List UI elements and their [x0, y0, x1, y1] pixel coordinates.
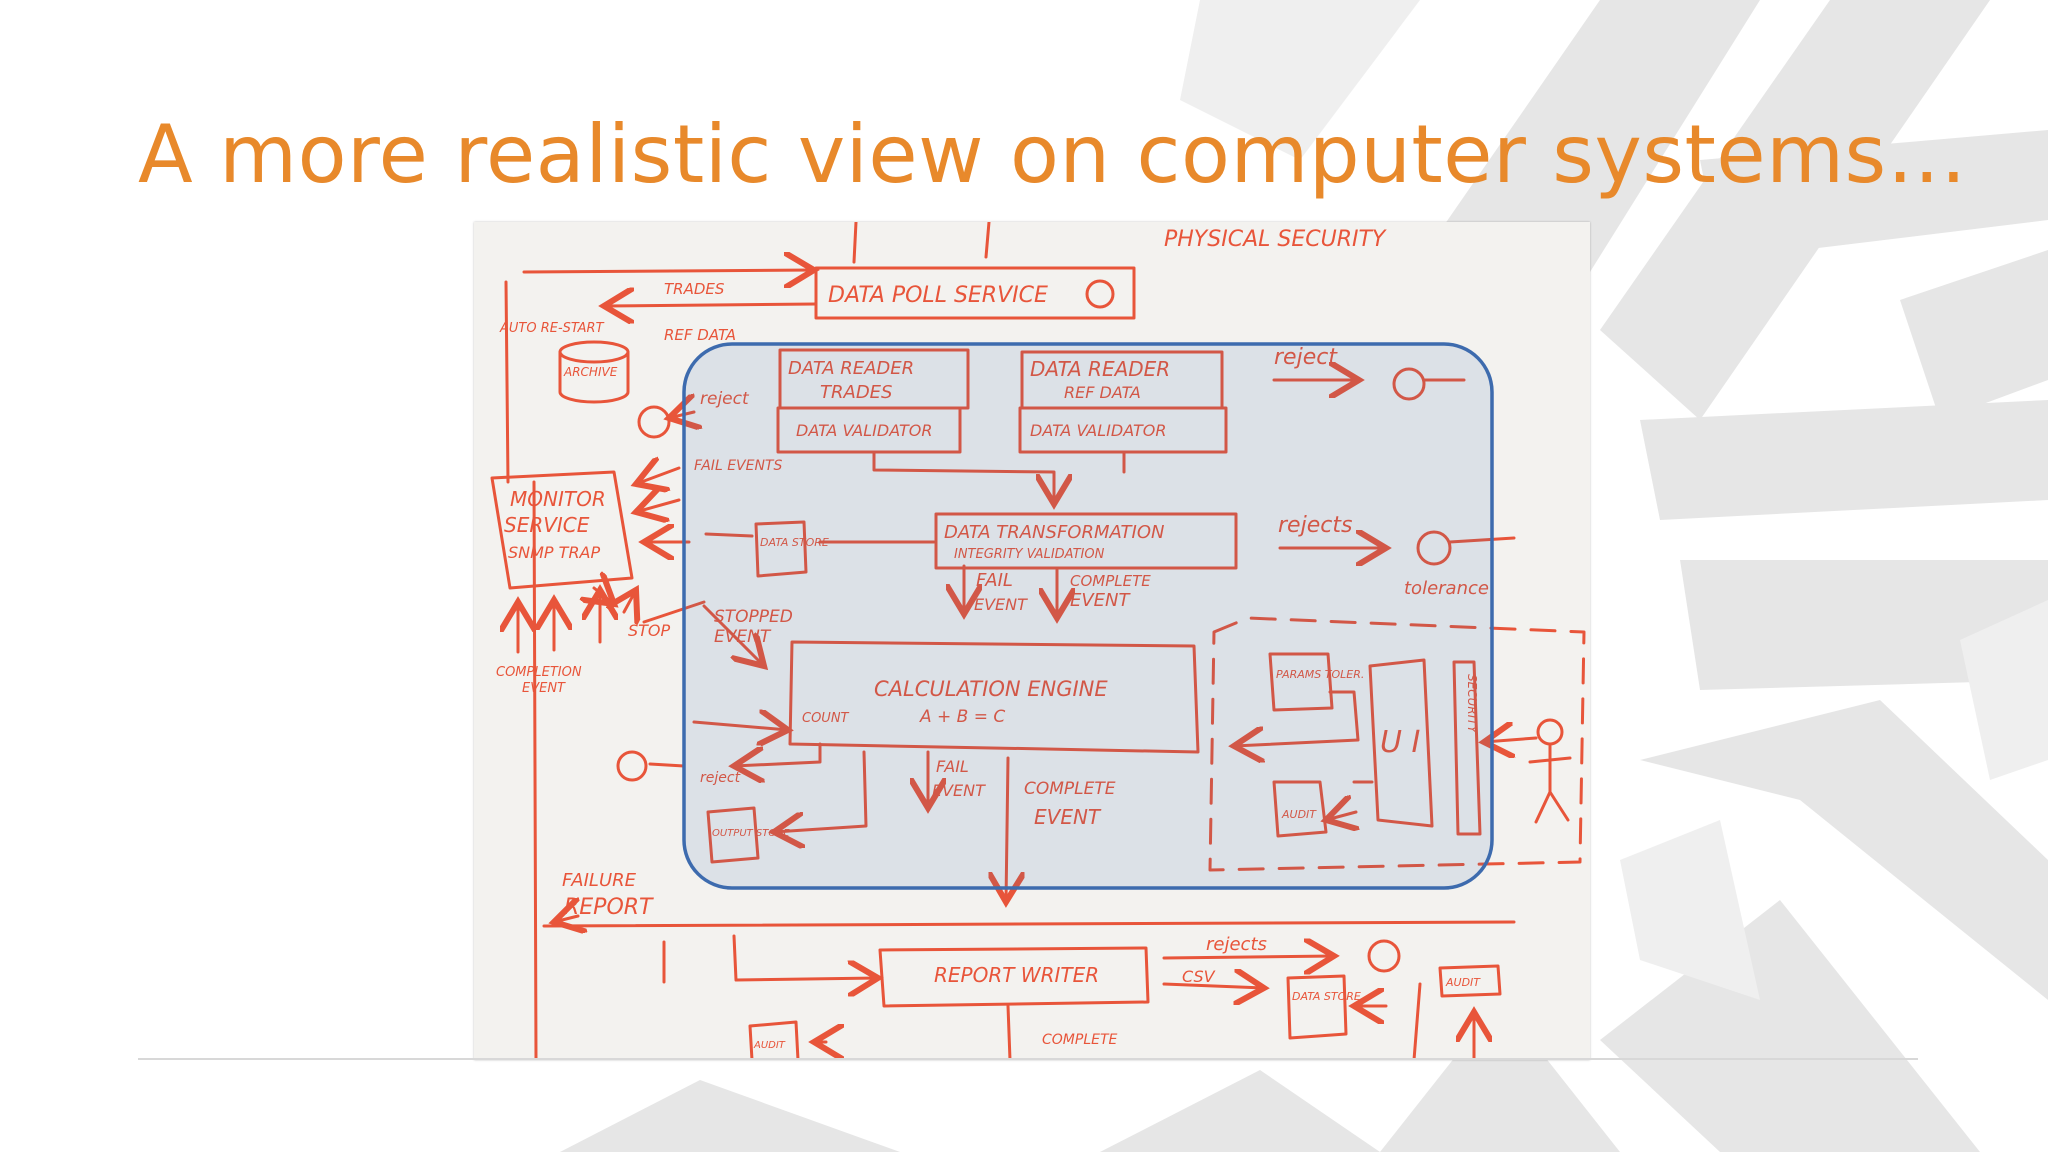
data-validator-ref-label: DATA VALIDATOR — [1030, 421, 1166, 440]
report-writer-box — [878, 946, 1150, 1008]
stop-label: STOP — [628, 621, 671, 640]
reject-label-1: reject — [700, 389, 750, 409]
transformation-line2: INTEGRITY VALIDATION — [954, 547, 1105, 562]
data-poll-timer-icon — [1085, 279, 1115, 309]
audit-store-2 — [1438, 964, 1502, 998]
complete-event-1-line1: COMPLETE — [1070, 572, 1151, 590]
ui-box — [1368, 658, 1434, 828]
data-reader-ref-line2: REF DATA — [1064, 383, 1141, 402]
stopped-event-line1: STOPPED — [714, 607, 793, 627]
completion-event-line2: EVENT — [522, 681, 566, 696]
focus-highlight — [682, 342, 1494, 890]
data-poll-service-box — [814, 266, 1136, 320]
complete-event-2-line1: COMPLETE — [1024, 779, 1116, 799]
audit-label-2: AUDIT — [1445, 976, 1481, 989]
reject-label-3: reject — [700, 770, 741, 786]
audit-store-3 — [748, 1020, 800, 1060]
fail-event-2-line2: EVENT — [974, 595, 1028, 614]
data-transformation-box — [934, 512, 1238, 570]
rejects-label-2: rejects — [1206, 934, 1267, 955]
fail-event-3-line1: FAIL — [936, 757, 969, 776]
csv-label: CSV — [1182, 967, 1216, 986]
failure-report-line2: REPORT — [564, 895, 654, 920]
ui-boundary-dashed — [1208, 616, 1586, 872]
fail-event-2-line1: FAIL — [976, 570, 1013, 591]
monitor-service-box — [490, 470, 634, 590]
rejects-label-1: rejects — [1278, 513, 1352, 538]
physical-security-label: PHYSICAL SECURITY — [1164, 227, 1387, 252]
monitor-line1: MONITOR — [510, 487, 606, 511]
failure-report-line1: FAILURE — [562, 870, 637, 891]
tolerance-label: tolerance — [1404, 578, 1489, 599]
slide-title: A more realistic view on computer system… — [138, 108, 1968, 201]
security-label: SECURITY — [1465, 674, 1479, 735]
stopped-event-line2: EVENT — [714, 627, 772, 647]
ui-label: U I — [1380, 725, 1420, 760]
params-store — [1268, 652, 1334, 712]
data-validator-trades-label: DATA VALIDATOR — [796, 421, 932, 440]
output-store — [706, 806, 760, 864]
complete-event-1-line2: EVENT — [1070, 590, 1132, 611]
trades-label: TRADES — [664, 280, 725, 298]
params-label: PARAMS TOLER. — [1276, 668, 1364, 681]
security-bar — [1452, 660, 1482, 836]
footer-divider — [138, 1058, 1918, 1060]
fail-event-3-line2: EVENT — [932, 781, 986, 800]
monitor-line2: SERVICE — [504, 513, 590, 537]
calculation-engine-label: CALCULATION ENGINE — [874, 677, 1108, 701]
calculation-formula: A + B = C — [919, 707, 1005, 727]
completion-event-line1: COMPLETION — [496, 665, 582, 680]
data-store-2-label: DATA STORE — [1292, 990, 1361, 1003]
audit-label-1: AUDIT — [1281, 808, 1317, 821]
data-store-1 — [754, 520, 808, 578]
complete-event-2-line2: EVENT — [1034, 805, 1102, 829]
auto-restart-label: AUTO RE-START — [499, 321, 605, 336]
data-poll-service-label: DATA POLL SERVICE — [828, 283, 1048, 308]
whiteboard-photo: PHYSICAL SECURITY DATA POLL SERVICE TRAD… — [474, 222, 1590, 1060]
transformation-line1: DATA TRANSFORMATION — [944, 522, 1164, 543]
report-writer-label: REPORT WRITER — [934, 963, 1099, 987]
data-reader-trades-line1: DATA READER — [788, 358, 914, 379]
reject-label-2: reject — [1274, 345, 1338, 370]
complete-bottom-label: COMPLETE — [1042, 1032, 1118, 1048]
ref-data-label: REF DATA — [664, 326, 736, 344]
audit-label-3: AUDIT — [753, 1040, 786, 1051]
fail-events-label: FAIL EVENTS — [694, 458, 782, 474]
output-store-label: OUTPUT STORE — [712, 828, 790, 839]
data-reader-ref-line1: DATA READER — [1030, 357, 1170, 381]
data-store-2 — [1286, 974, 1348, 1040]
monitor-line3: SNMP TRAP — [508, 543, 601, 562]
archive-cylinder — [558, 340, 630, 364]
data-validator-trades-box — [776, 406, 962, 454]
data-store-1-label: DATA STORE — [760, 536, 829, 549]
whiteboard-sketch: PHYSICAL SECURITY DATA POLL SERVICE TRAD… — [490, 222, 1586, 1060]
user-figure — [1536, 718, 1564, 746]
data-reader-trades-line2: TRADES — [820, 382, 892, 403]
archive-label: ARCHIVE — [563, 365, 618, 379]
count-label: COUNT — [802, 711, 850, 726]
